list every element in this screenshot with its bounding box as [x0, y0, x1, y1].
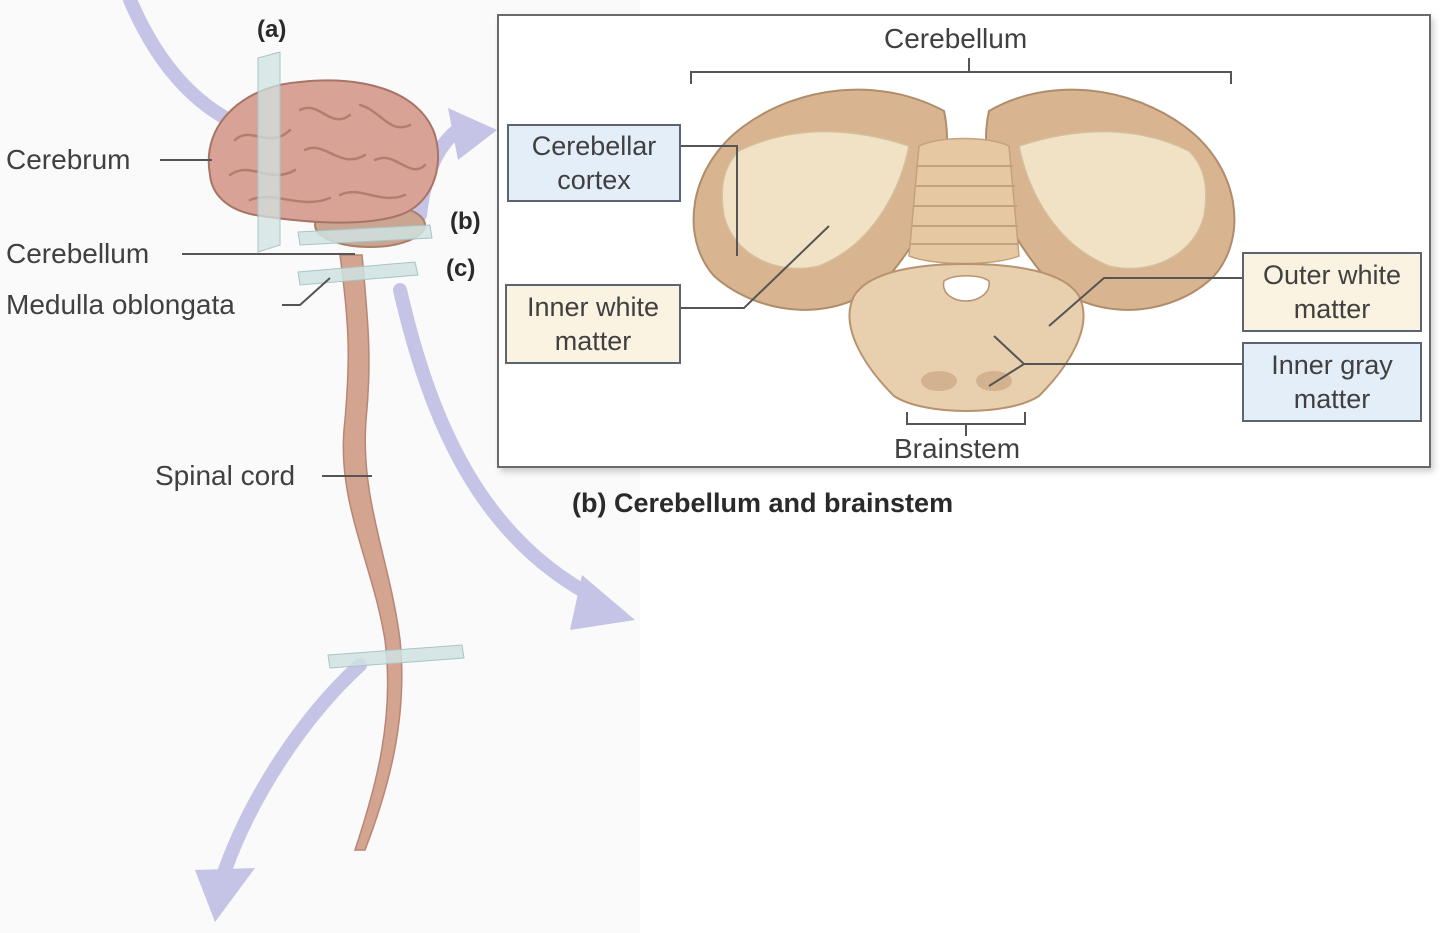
arrow-lower-head	[195, 868, 255, 922]
label-medulla-oblongata: Medulla oblongata	[6, 289, 235, 320]
label-box-cerebellar-cortex: Cerebellar cortex	[507, 124, 681, 202]
arrow-c-head	[570, 575, 635, 630]
label-cerebellum: Cerebellum	[6, 238, 150, 269]
label-box-inner-white-matter-line2: matter	[554, 326, 632, 356]
label-box-cerebellar-cortex-line2: cortex	[557, 165, 631, 195]
label-box-outer-white-matter-line2: matter	[1293, 294, 1371, 324]
arrow-c-down	[393, 283, 607, 607]
label-cerebrum: Cerebrum	[6, 144, 131, 175]
plane-b	[297, 224, 433, 246]
plane-lower	[327, 644, 465, 669]
label-box-inner-white-matter-line1: Inner white	[526, 292, 660, 322]
label-box-cerebellar-cortex-line1: Cerebellar	[531, 131, 657, 161]
vermis	[908, 137, 1020, 265]
label-box-inner-gray-matter-line2: matter	[1293, 384, 1371, 414]
inset-leader-lines	[679, 145, 1242, 387]
left-leader-lines	[160, 159, 372, 477]
label-box-outer-white-matter-line1: Outer white	[1262, 260, 1402, 290]
label-box-inner-gray-matter-line1: Inner gray	[1271, 350, 1393, 380]
plane-tag-c: (c)	[446, 255, 476, 282]
inset-brainstem-label: Brainstem	[894, 433, 1021, 464]
inset-illustration	[679, 58, 1242, 436]
plane-a	[257, 51, 281, 253]
spinal-cord-shape	[339, 254, 403, 851]
brainstem-bracket	[906, 412, 1026, 436]
inset-cerebellum-label: Cerebellum	[884, 23, 1028, 54]
plane-tag-b: (b)	[450, 208, 481, 235]
arrow-lower-down	[218, 658, 367, 877]
arrow-b-head	[448, 108, 497, 160]
brainstem-section	[848, 262, 1085, 412]
cerebellum-bracket	[690, 58, 1232, 84]
inset-caption: (b) Cerebellum and brainstem	[572, 488, 954, 518]
label-box-outer-white-matter: Outer white matter	[1242, 252, 1422, 332]
label-box-inner-white-matter: Inner white matter	[505, 284, 681, 364]
label-spinal-cord: Spinal cord	[155, 460, 296, 491]
inset-panel: Cerebellum Brainstem Cerebellar cortex I…	[497, 14, 1431, 468]
plane-tag-a: (a)	[257, 16, 287, 43]
label-box-inner-gray-matter: Inner gray matter	[1242, 342, 1422, 422]
